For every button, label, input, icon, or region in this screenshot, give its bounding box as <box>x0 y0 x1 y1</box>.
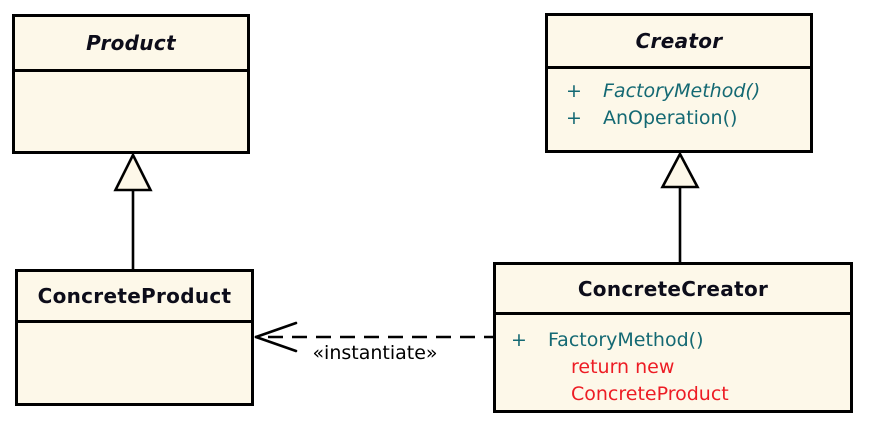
instantiate-label: «instantiate» <box>312 342 438 364</box>
class-product-body <box>15 72 247 82</box>
generalization-arrow-product <box>113 152 153 269</box>
class-product[interactable]: Product <box>12 14 250 154</box>
generalization-arrow-creator <box>660 151 700 262</box>
method-note-line-1: return new <box>571 356 675 378</box>
class-creator[interactable]: Creator + FactoryMethod() + AnOperation(… <box>545 13 813 153</box>
visibility-plus: + <box>566 80 582 102</box>
method-name: FactoryMethod() <box>548 329 704 351</box>
class-concrete-creator-title: ConcreteCreator <box>496 265 850 315</box>
class-concrete-creator[interactable]: ConcreteCreator + FactoryMethod() return… <box>493 262 853 413</box>
class-product-title: Product <box>15 17 247 72</box>
class-creator-body: + FactoryMethod() + AnOperation() <box>548 69 810 132</box>
visibility-plus: + <box>511 329 527 351</box>
method-factorymethod-abstract: + FactoryMethod() <box>566 78 810 105</box>
method-factorymethod-concrete: + FactoryMethod() <box>511 327 850 354</box>
method-anoperation: + AnOperation() <box>566 105 810 132</box>
class-concrete-product-body <box>18 323 251 333</box>
method-name: AnOperation() <box>603 107 738 129</box>
class-concrete-product[interactable]: ConcreteProduct <box>15 269 254 406</box>
visibility-plus: + <box>566 107 582 129</box>
method-name: FactoryMethod() <box>603 80 761 102</box>
class-creator-title: Creator <box>548 16 810 69</box>
class-concrete-product-title: ConcreteProduct <box>18 272 251 323</box>
method-note-line-2: ConcreteProduct <box>571 383 729 405</box>
class-concrete-creator-body: + FactoryMethod() return new ConcretePro… <box>496 315 850 408</box>
